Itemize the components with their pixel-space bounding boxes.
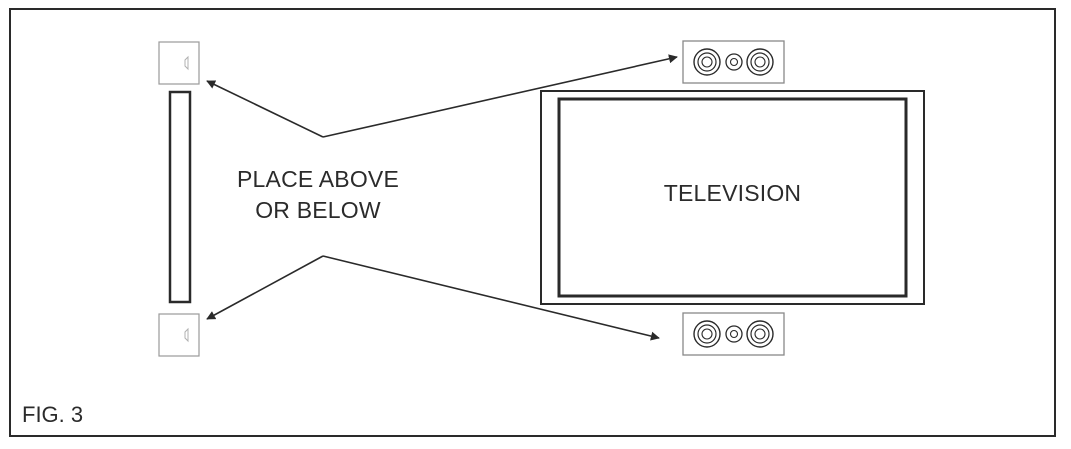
figure-label: FIG. 3	[22, 402, 84, 427]
placement-instruction-line1: PLACE ABOVE	[237, 166, 399, 192]
small-speaker-top	[158, 41, 200, 85]
arrow-to-center-speaker-top	[322, 54, 678, 138]
small-speaker-bottom	[158, 313, 200, 357]
center-speaker-top	[682, 40, 785, 84]
television-screen	[557, 97, 908, 298]
placement-instruction-line2: OR BELOW	[255, 197, 381, 223]
arrow-to-center-speaker-bottom	[322, 255, 660, 341]
arrow-to-small-speaker-bottom	[206, 255, 324, 320]
center-speaker-bottom	[682, 312, 785, 356]
placement-instruction: PLACE ABOVE OR BELOW	[218, 164, 418, 226]
arrow-to-small-speaker-top	[206, 80, 324, 138]
soundbar	[168, 90, 192, 304]
television-label: TELEVISION	[663, 180, 802, 206]
